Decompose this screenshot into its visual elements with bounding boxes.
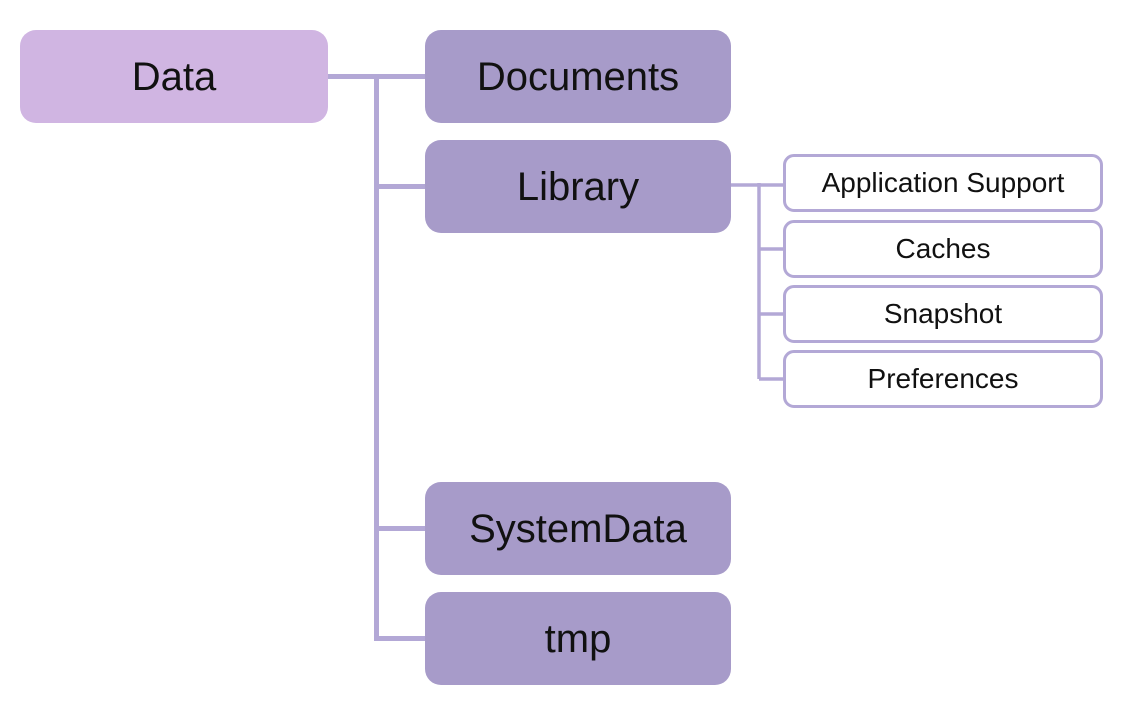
node-library: Library <box>425 140 731 233</box>
node-systemdata-label: SystemData <box>469 506 687 551</box>
node-caches: Caches <box>783 220 1103 278</box>
node-snapshot: Snapshot <box>783 285 1103 343</box>
node-data-label: Data <box>131 54 217 99</box>
node-documents-label: Documents <box>476 54 680 99</box>
node-documents: Documents <box>425 30 731 123</box>
node-systemdata: SystemData <box>425 482 731 575</box>
node-tmp: tmp <box>425 592 731 685</box>
node-preferences-label: Preferences <box>867 362 1019 394</box>
node-data: Data <box>20 30 328 123</box>
node-tmp-label: tmp <box>544 616 612 661</box>
node-application-support-label: Application Support <box>821 166 1065 198</box>
node-preferences: Preferences <box>783 350 1103 408</box>
node-library-label: Library <box>516 164 640 209</box>
node-application-support: Application Support <box>783 154 1103 212</box>
node-caches-label: Caches <box>895 232 991 264</box>
node-snapshot-label: Snapshot <box>883 297 1003 329</box>
